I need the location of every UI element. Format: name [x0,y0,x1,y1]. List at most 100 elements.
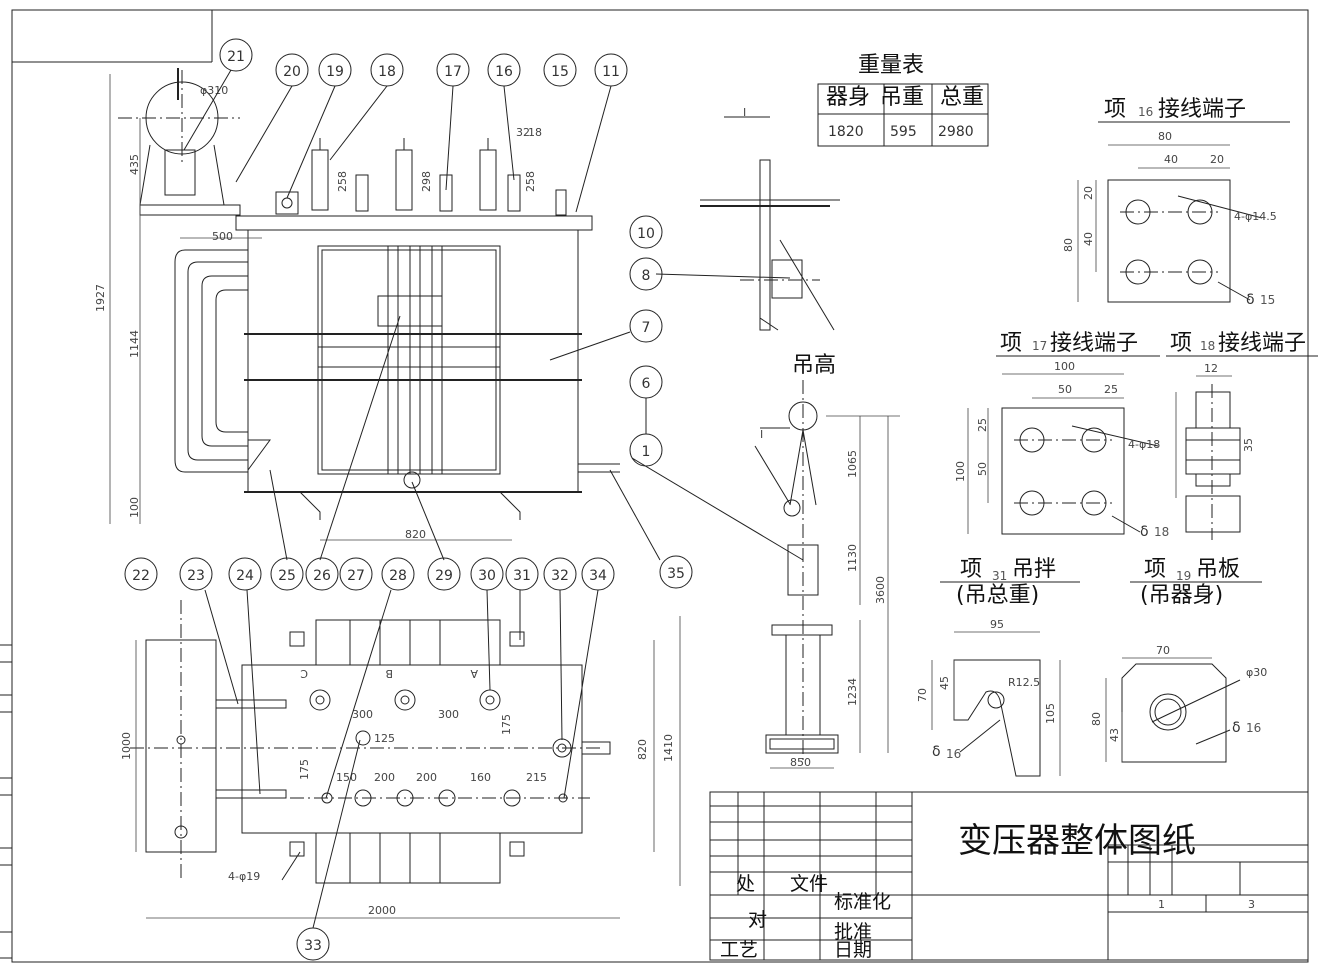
dim-1927: 1927 [94,284,107,312]
phase-label-c: C [300,667,308,680]
balloon-35: 35 [659,555,693,589]
weight-header-lift: 吊重 [880,85,924,110]
svg-text:33: 33 [304,938,322,954]
part19-thickness: 16 [1246,721,1261,735]
svg-text:35: 35 [667,566,685,582]
dim-500: 500 [212,230,233,243]
lifting-view [655,116,900,769]
part31-name: 吊拌 [1012,557,1056,582]
dim-u50v: 50 [976,462,989,476]
svg-text:34: 34 [589,568,607,584]
dim-175b: 175 [298,759,311,780]
part18-name: 接线端子 [1218,331,1306,356]
dim-300b: 300 [438,708,459,721]
svg-text:20: 20 [283,64,301,80]
balloon-25: 25 [270,557,304,591]
bushing-hv-1 [311,149,329,211]
part19-sub: (吊器身) [1140,583,1223,608]
svg-text:32: 32 [551,568,569,584]
dim-1144: 1144 [128,330,141,358]
title-cell-riqi: 日期 [834,939,872,961]
dim-200b: 200 [416,771,437,784]
balloon-16: 16 [487,53,521,87]
title-cell-gongyi: 工艺 [720,939,758,961]
dim-k80: 80 [1090,712,1103,726]
title-cell-chu: 处 [736,873,755,895]
svg-text:10: 10 [637,226,655,242]
part18-title: 项 [1170,331,1192,356]
part31-delta: δ [932,744,941,760]
dim-h105: 105 [1044,703,1057,724]
weight-value-total: 2980 [938,124,974,140]
svg-text:1: 1 [642,444,651,460]
part19-title: 项 [1144,557,1166,582]
svg-text:8: 8 [642,268,651,284]
svg-text:26: 26 [313,568,331,584]
dim-1065: 1065 [846,450,859,478]
dim-32: 32 [516,126,530,139]
dim-t80v: 80 [1062,238,1075,252]
part17-name: 接线端子 [1050,331,1138,356]
weight-header-total: 总重 [940,85,984,110]
tank-body [247,229,579,493]
dim-w35: 35 [1242,438,1255,452]
dim-h45: 45 [938,676,951,690]
lift-height-label: 吊高 [792,353,836,378]
section-label-top: I [743,106,746,119]
front-view-dimensions: φ310 435 1927 1144 100 500 820 258 298 2… [94,84,542,541]
svg-text:24: 24 [236,568,254,584]
balloon-28: 28 [381,557,415,591]
part-17-detail: 项 17 接线端子 100 50 25 4-φ18 25 50 100 δ 18 [954,331,1169,540]
dim-1000: 1000 [120,732,133,760]
svg-text:31: 31 [513,568,531,584]
svg-text:25: 25 [278,568,296,584]
bushing-hv-3 [479,149,497,211]
part31-sub: (吊总重) [956,583,1039,608]
balloon-21: 21 [219,38,253,72]
dim-820: 820 [405,528,426,541]
dim-h70: 70 [916,688,929,702]
part16-thickness: 15 [1260,293,1275,307]
balloon-6: 6 [629,365,663,399]
dim-175a: 175 [500,714,513,735]
part17-num: 17 [1032,339,1047,353]
part18-num: 18 [1200,339,1215,353]
part19-num: 19 [1176,569,1191,583]
tank-plan [241,664,583,834]
svg-text:23: 23 [187,568,205,584]
balloon-31: 31 [505,557,539,591]
lifting-view-text: I I 吊高 1065 1130 3600 1234 850 [743,106,887,769]
weight-value-lift: 595 [890,124,917,140]
drawing-title: 变压器整体图纸 [958,821,1196,861]
dim-435: 435 [128,154,141,175]
dim-1130: 1130 [846,544,859,572]
part17-delta: δ [1140,524,1149,540]
part-18-detail: 项 18 接线端子 12 35 [1166,331,1318,540]
svg-text:6: 6 [642,376,651,392]
dim-298: 298 [420,171,433,192]
dim-u50: 50 [1058,383,1072,396]
part19-delta: δ [1232,720,1241,736]
part17-title: 项 [1000,331,1022,356]
dim-h95: 95 [990,618,1004,631]
bushing-hv-2 [395,149,413,211]
balloon-19: 19 [318,53,352,87]
dim-u25v: 25 [976,418,989,432]
balloon-22: 22 [124,557,158,591]
part16-name: 接线端子 [1158,97,1246,122]
phase-label-a: A [470,667,478,680]
svg-text:22: 22 [132,568,150,584]
sheet-border [0,9,1309,963]
svg-text:18: 18 [378,64,396,80]
plan-view-dimensions: 1000 300 300 125 175 175 150 200 200 160… [120,667,675,917]
balloon-24: 24 [228,557,262,591]
dim-200a: 200 [374,771,395,784]
weight-value-body: 1820 [828,124,864,140]
section-label-mid: I [760,428,763,441]
part-16-detail: 项 16 接线端子 80 40 20 4-φ14.5 20 40 80 δ 15 [1062,97,1290,308]
dim-t40: 40 [1164,153,1178,166]
dim-18: 18 [528,126,542,139]
part-19-detail: 项 19 吊板 (吊器身) 70 φ30 80 43 δ 16 [1090,557,1267,763]
dim-3600: 3600 [874,576,887,604]
balloon-32: 32 [543,557,577,591]
